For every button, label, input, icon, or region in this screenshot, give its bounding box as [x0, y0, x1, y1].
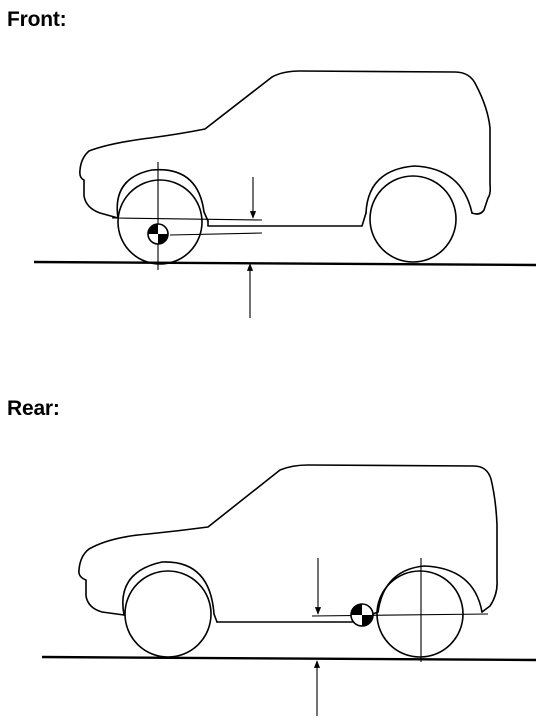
rear-wheel: [369, 175, 457, 263]
rear-view: [41, 464, 537, 716]
front-center-marker: [147, 223, 169, 245]
rear-heading: Rear:: [7, 397, 60, 420]
front-view: [33, 70, 537, 318]
front-vehicle-body: [79, 70, 492, 219]
front-axle-reference-line: [169, 232, 263, 236]
rear-center-marker: [350, 603, 374, 627]
rear-ground-line: [41, 655, 537, 662]
rear-wheel-horizontal-centerline: [311, 613, 489, 617]
front-wheel-arch: [116, 168, 209, 222]
rear-view-front-wheel: [124, 570, 212, 658]
rear-view-front-arch: [122, 561, 218, 623]
front-wheel: [117, 179, 203, 265]
front-wheel-horizontal-centerline: [111, 217, 263, 221]
front-ground-line: [33, 260, 537, 267]
rear-vehicle-body: [78, 464, 498, 616]
rear-wheel-arch: [365, 165, 473, 214]
front-sill-line: [207, 212, 367, 227]
front-heading: Front:: [7, 8, 67, 31]
